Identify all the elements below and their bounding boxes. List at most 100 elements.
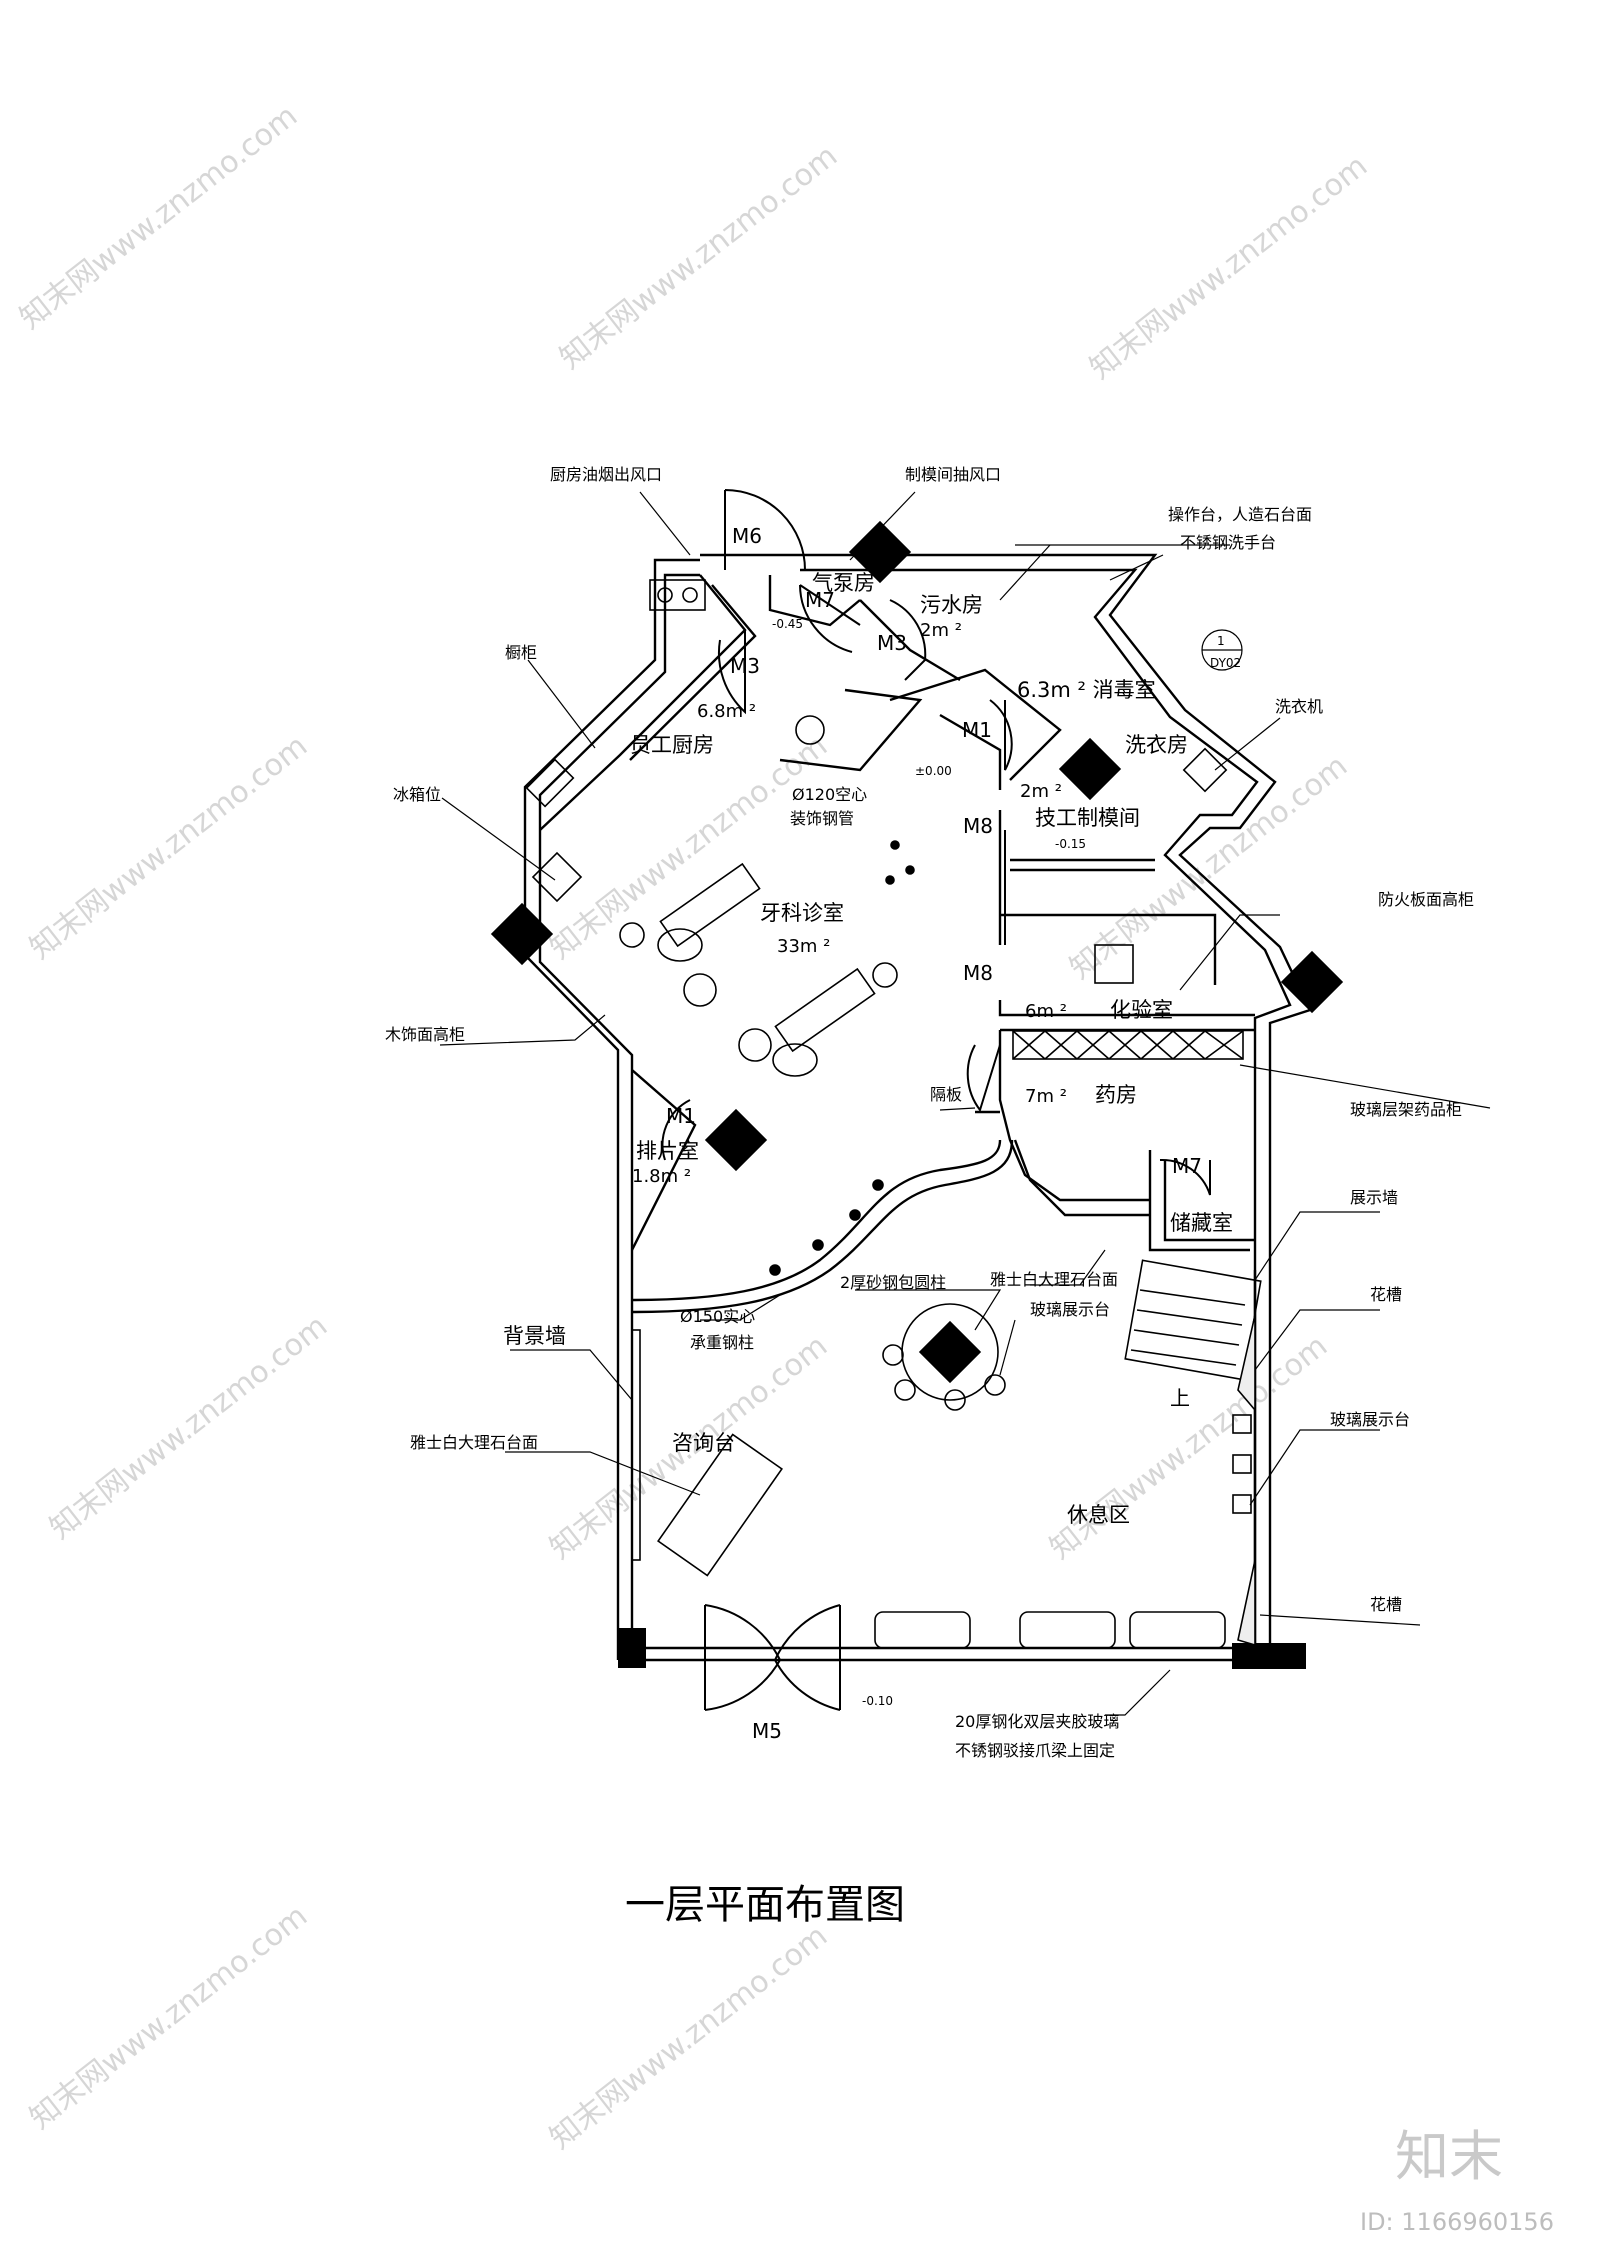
pharmacy-wall-2 (1013, 1139, 1150, 1217)
decor-pipe (890, 840, 900, 850)
callout-glass-shelf: 玻璃层架药品柜 (1350, 1100, 1462, 1119)
washer (1182, 747, 1228, 793)
walls (523, 553, 1312, 1662)
area-lab: 6m ² (1025, 1001, 1067, 1022)
display-stool (894, 1379, 916, 1401)
inner-wall-top-2 (800, 568, 1292, 1650)
callout-fridge: 冰箱位 (393, 785, 441, 804)
drawing-title: 一层平面布置图 (625, 1882, 905, 1928)
callout-bg-wall: 背景墙 (503, 1324, 566, 1348)
door-m3-left (717, 630, 746, 715)
stair-step (1130, 1349, 1237, 1366)
room-lab: 化验室 (1110, 998, 1173, 1022)
column (490, 902, 554, 966)
leader (1254, 1211, 1380, 1281)
leader (999, 544, 1051, 601)
inner-wall-left (538, 573, 700, 1660)
glass-shelf-cabinet (1012, 1030, 1244, 1060)
callout-mold-vent: 制模间抽风口 (905, 465, 1001, 484)
callout-counter-1: 操作台，人造石台面 (1168, 505, 1312, 524)
leader (1259, 1614, 1421, 1626)
sofa (1129, 1611, 1226, 1649)
room-pharmacy: 药房 (1095, 1083, 1137, 1107)
door-m5-left (704, 1604, 782, 1711)
outer-wall-top-2 (795, 553, 1312, 1660)
stool (619, 922, 645, 948)
room-molding: 技工制模间 (1035, 806, 1140, 830)
steel-column (872, 1179, 884, 1191)
area-sewage: 2m ² (920, 620, 962, 641)
area-kitchen: 6.8m ² (697, 701, 756, 722)
watermark: 知末网www.znzmo.com (43, 1308, 334, 1546)
area-laundry: 2m ² (1020, 781, 1062, 802)
decor-pipe (885, 875, 895, 885)
watermark: 知末网www.znzmo.com (1083, 148, 1374, 386)
area-xray: 1.8m ² (632, 1166, 691, 1187)
watermark: 知末网www.znzmo.com (1043, 1328, 1334, 1566)
column (918, 1320, 982, 1384)
callout-marble: 雅士白大理石台面 (410, 1433, 538, 1452)
callout-planter: 花槽 (1370, 1595, 1402, 1614)
leader-lines (439, 491, 1491, 1716)
leader (855, 1289, 1002, 1331)
column (1232, 1643, 1306, 1669)
stair-step (1133, 1329, 1240, 1346)
door-m5-right (773, 1604, 841, 1711)
section-marker-code: DY02 (1210, 656, 1241, 670)
callout-marble: 雅士白大理石台面 (990, 1270, 1118, 1289)
sewage-wall (859, 599, 961, 682)
room-disinfect: 6.3m ² 消毒室 (1017, 678, 1156, 702)
stool (872, 962, 898, 988)
door-label-m3: M3 (877, 631, 907, 655)
door-label-m1: M1 (666, 1104, 696, 1128)
leader (939, 1107, 976, 1111)
callout-glass-display: 玻璃展示台 (1330, 1410, 1410, 1429)
stair-wall (779, 688, 923, 772)
callout-pipe: Ø120空心 (792, 785, 867, 804)
room-kitchen: 员工厨房 (630, 733, 714, 757)
lab-bottom-wall (998, 1000, 1255, 1017)
burner (682, 587, 698, 603)
watermark: 知末网www.znzmo.com (543, 1918, 834, 2156)
callout-cabinet: 橱柜 (505, 643, 537, 662)
callout-fire-cabinet: 防火板面高柜 (1378, 890, 1474, 909)
stair-step (1139, 1289, 1246, 1306)
xray-wall (630, 1069, 697, 1251)
display-box (1232, 1494, 1252, 1514)
storage-wall-2 (1163, 1160, 1255, 1242)
leader (639, 491, 691, 556)
display-stool (944, 1389, 966, 1411)
dental-chair (774, 967, 876, 1053)
stair-up-label: 上 (1170, 1386, 1190, 1410)
callout-wood-cabinet: 木饰面高柜 (385, 1025, 465, 1044)
leader (1030, 1249, 1106, 1286)
image-id: ID: 1166960156 (1360, 2208, 1554, 2236)
column (848, 520, 912, 584)
kitchen-sink (525, 758, 575, 808)
storage-wall (1148, 1150, 1250, 1252)
door-m7-top (799, 584, 861, 653)
watermark: 知末网www.znzmo.com (553, 138, 844, 376)
kitchen-wall-2 (629, 584, 757, 761)
m1-wall (939, 713, 1002, 790)
leader (1254, 1309, 1380, 1371)
door-m7-storage (1159, 1158, 1211, 1196)
section-marker-num: 1 (1217, 634, 1225, 648)
callout-planter: 花槽 (1370, 1285, 1402, 1304)
fixtures (525, 579, 1262, 1649)
door-m1-xray (661, 1099, 691, 1161)
display-box (1232, 1414, 1252, 1434)
display-stool (882, 1344, 904, 1366)
pharmacy-wall (998, 1030, 1150, 1202)
steel-column (812, 1239, 824, 1251)
callout-counter-2: 不锈钢洗手台 (1180, 533, 1276, 552)
background-wall (631, 1329, 641, 1561)
leader (1249, 1429, 1380, 1506)
leader (700, 1294, 781, 1321)
steel-column (769, 1264, 781, 1276)
room-xray: 排片室 (636, 1139, 699, 1163)
brand-logo: 知末 (1395, 2125, 1503, 2188)
room-pump: 气泵房 (812, 571, 875, 595)
door-label-m5: M5 (752, 1719, 782, 1743)
callout-steel-column: Ø150实心 (680, 1307, 755, 1326)
